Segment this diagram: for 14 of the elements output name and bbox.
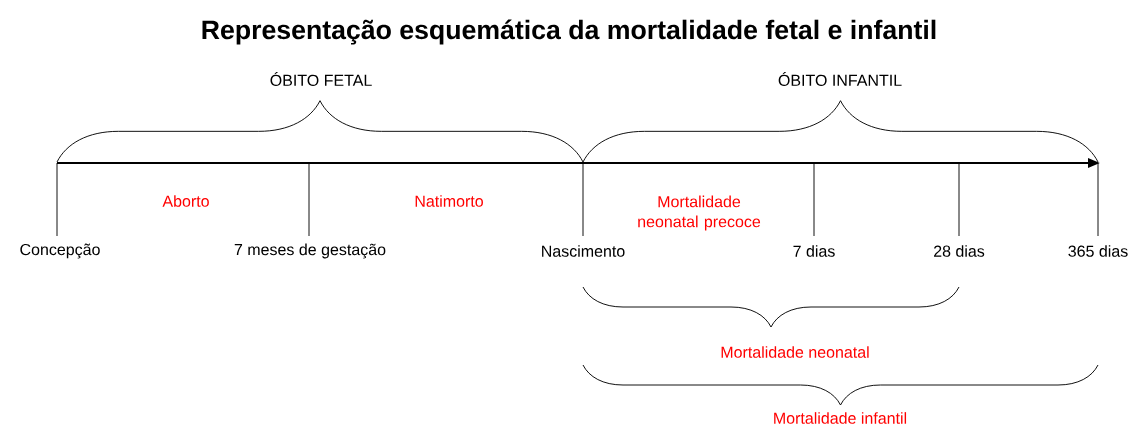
category-label: Mortalidade neonatal precoce <box>638 195 761 231</box>
timeline-label: ÓBITO FETAL <box>270 72 372 86</box>
timeline-label: 7 meses de gestação <box>234 243 386 259</box>
timeline-label: Concepção <box>20 243 100 259</box>
category-label: Natimorto <box>415 195 483 207</box>
category-label: Mortalidade neonatal <box>721 346 869 358</box>
category-label: Mortalidade infantil <box>774 412 907 424</box>
timeline-label: Nascimento <box>542 245 625 257</box>
timeline-label: 365 dias <box>1068 245 1128 257</box>
timeline-label: ÓBITO INFANTIL <box>778 72 902 86</box>
timeline-label: 7 dias <box>793 245 835 257</box>
timeline-label: 28 dias <box>934 245 985 257</box>
category-label: Aborto <box>162 195 209 207</box>
title: Representação esquemática da mortalidade fetal e infantil <box>202 19 936 45</box>
